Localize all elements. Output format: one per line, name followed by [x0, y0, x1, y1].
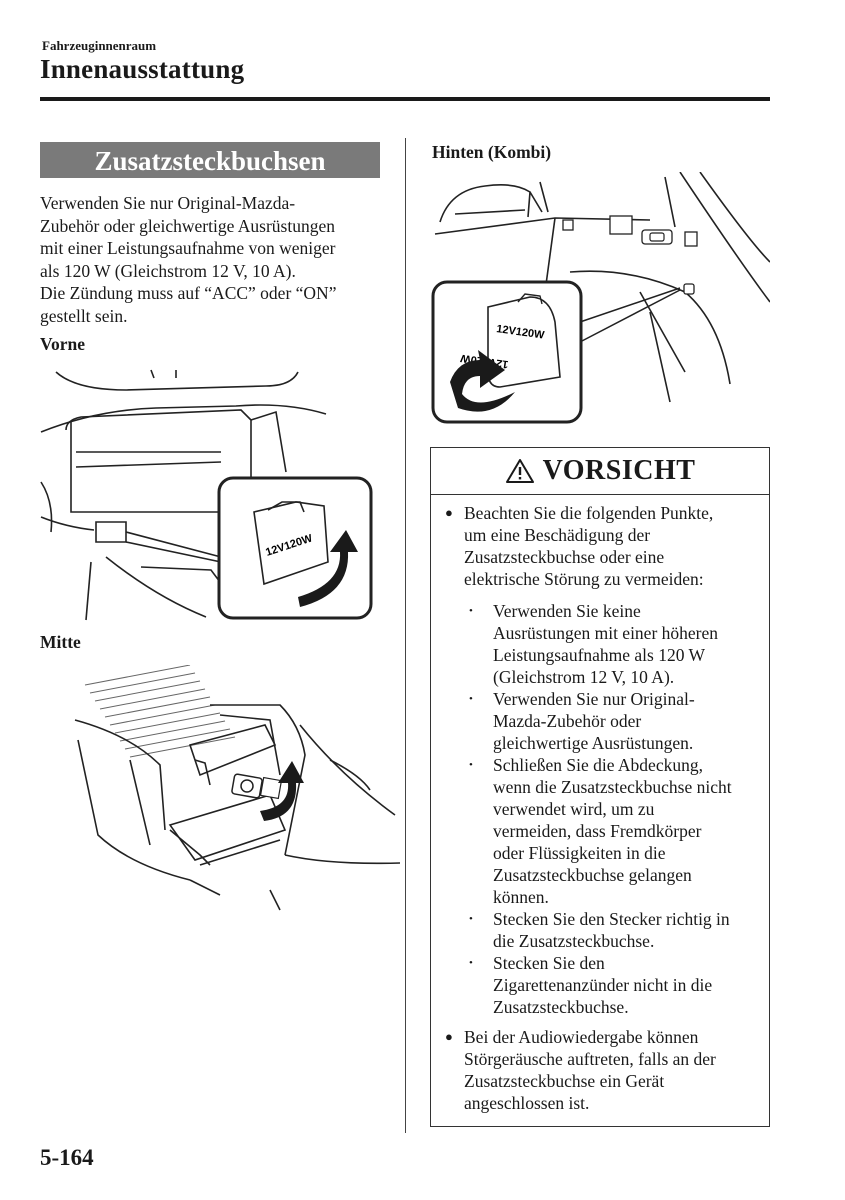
- bullet-dot-icon: ●: [445, 1029, 453, 1044]
- caution-box: VORSICHT ● Beachten Sie die folgenden Pu…: [430, 447, 770, 1127]
- caution-line: Zigarettenanzünder nicht in die: [493, 975, 713, 995]
- label-center: Mitte: [40, 632, 81, 652]
- intro-line: mit einer Leistungsaufnahme von weniger: [40, 238, 336, 258]
- rear-socket-illustration: 12V120W 12V120W: [431, 172, 770, 424]
- front-socket-illustration: 12V120W: [40, 369, 373, 621]
- caution-line: Zusatzsteckbuchse oder eine: [464, 547, 665, 567]
- caution-bullet: ● Bei der Audiowiedergabe können Störger…: [445, 1026, 763, 1114]
- sub-bullet-dot-icon: •: [469, 913, 473, 925]
- intro-line: gestellt sein.: [40, 305, 128, 326]
- caution-line: Zusatzsteckbuchse.: [493, 997, 629, 1017]
- caution-subitem: • Verwenden Sie nur Original- Mazda-Zube…: [469, 688, 763, 754]
- section-heading: Zusatzsteckbuchsen: [40, 142, 380, 178]
- intro-line: Zubehör oder gleichwertige Ausrüstungen: [40, 215, 335, 236]
- intro-text: Verwenden Sie nur Original-Mazda- Zubehö…: [40, 192, 390, 327]
- sub-bullet-dot-icon: •: [469, 759, 473, 771]
- header-rule: [40, 97, 770, 101]
- caution-line: Verwenden Sie nur Original-: [493, 689, 695, 709]
- caution-subitem: • Stecken Sie den Stecker richtig in die…: [469, 908, 763, 952]
- page-number: 5-164: [40, 1145, 94, 1170]
- label-rear: Hinten (Kombi): [432, 142, 552, 162]
- sub-bullet-dot-icon: •: [469, 957, 473, 969]
- bullet-dot-icon: ●: [445, 505, 453, 520]
- caution-line: Mazda-Zubehör oder: [493, 711, 642, 731]
- caution-line: verwendet wird, um zu: [493, 799, 655, 819]
- caution-line: die Zusatzsteckbuchse.: [493, 931, 655, 951]
- caution-line: Störgeräusche auftreten, falls an der: [464, 1049, 716, 1069]
- caution-line: vermeiden, dass Fremdkörper: [493, 821, 702, 841]
- column-divider: [405, 138, 406, 1133]
- caution-title: VORSICHT: [542, 455, 696, 486]
- caution-subitem: • Verwenden Sie keine Ausrüstungen mit e…: [469, 600, 763, 688]
- caution-line: Leistungsaufnahme als 120 W: [493, 645, 706, 665]
- page-title: Innenausstattung: [40, 54, 245, 84]
- caution-line: Verwenden Sie keine: [493, 601, 641, 621]
- caution-line: können.: [493, 887, 549, 907]
- intro-line: als 120 W (Gleichstrom 12 V, 10 A).: [40, 260, 296, 281]
- caution-line: um eine Beschädigung der: [464, 525, 651, 545]
- caution-line: Stecken Sie den Stecker richtig in: [493, 909, 730, 929]
- caution-line: angeschlossen ist.: [464, 1093, 590, 1113]
- caution-line: elektrische Störung zu vermeiden:: [464, 569, 704, 589]
- sub-bullet-dot-icon: •: [469, 605, 473, 617]
- intro-line: Verwenden Sie nur Original-Mazda-: [40, 193, 296, 213]
- caution-line: Bei der Audiowiedergabe können: [464, 1027, 699, 1047]
- caution-line: gleichwertige Ausrüstungen.: [493, 733, 694, 753]
- sub-bullet-dot-icon: •: [469, 693, 473, 705]
- caution-line: Zusatzsteckbuchse ein Gerät: [464, 1071, 665, 1091]
- caution-subitem: • Schließen Sie die Abdeckung, wenn die …: [469, 754, 763, 908]
- caution-line: Beachten Sie die folgenden Punkte,: [464, 503, 714, 523]
- caution-line: oder Flüssigkeiten in die: [493, 843, 666, 863]
- caution-line: Schließen Sie die Abdeckung,: [493, 755, 703, 775]
- warning-triangle-icon: [505, 459, 534, 483]
- caution-line: Zusatzsteckbuchse gelangen: [493, 865, 692, 885]
- caution-line: Stecken Sie den: [493, 953, 605, 973]
- caution-subitem: • Stecken Sie den Zigarettenanzünder nic…: [469, 952, 763, 1018]
- chapter-label: Fahrzeuginnenraum: [42, 38, 157, 53]
- caution-header: VORSICHT: [431, 448, 769, 495]
- label-front: Vorne: [40, 334, 86, 354]
- caution-bullet: ● Beachten Sie die folgenden Punkte, um …: [445, 502, 763, 590]
- caution-body: ● Beachten Sie die folgenden Punkte, um …: [445, 502, 763, 1114]
- intro-line: Die Zündung muss auf “ACC” oder “ON”: [40, 283, 337, 303]
- caution-line: (Gleichstrom 12 V, 10 A).: [493, 667, 675, 687]
- caution-line: wenn die Zusatzsteckbuchse nicht: [493, 777, 732, 797]
- center-socket-illustration: [74, 665, 400, 911]
- caution-line: Ausrüstungen mit einer höheren: [493, 623, 719, 643]
